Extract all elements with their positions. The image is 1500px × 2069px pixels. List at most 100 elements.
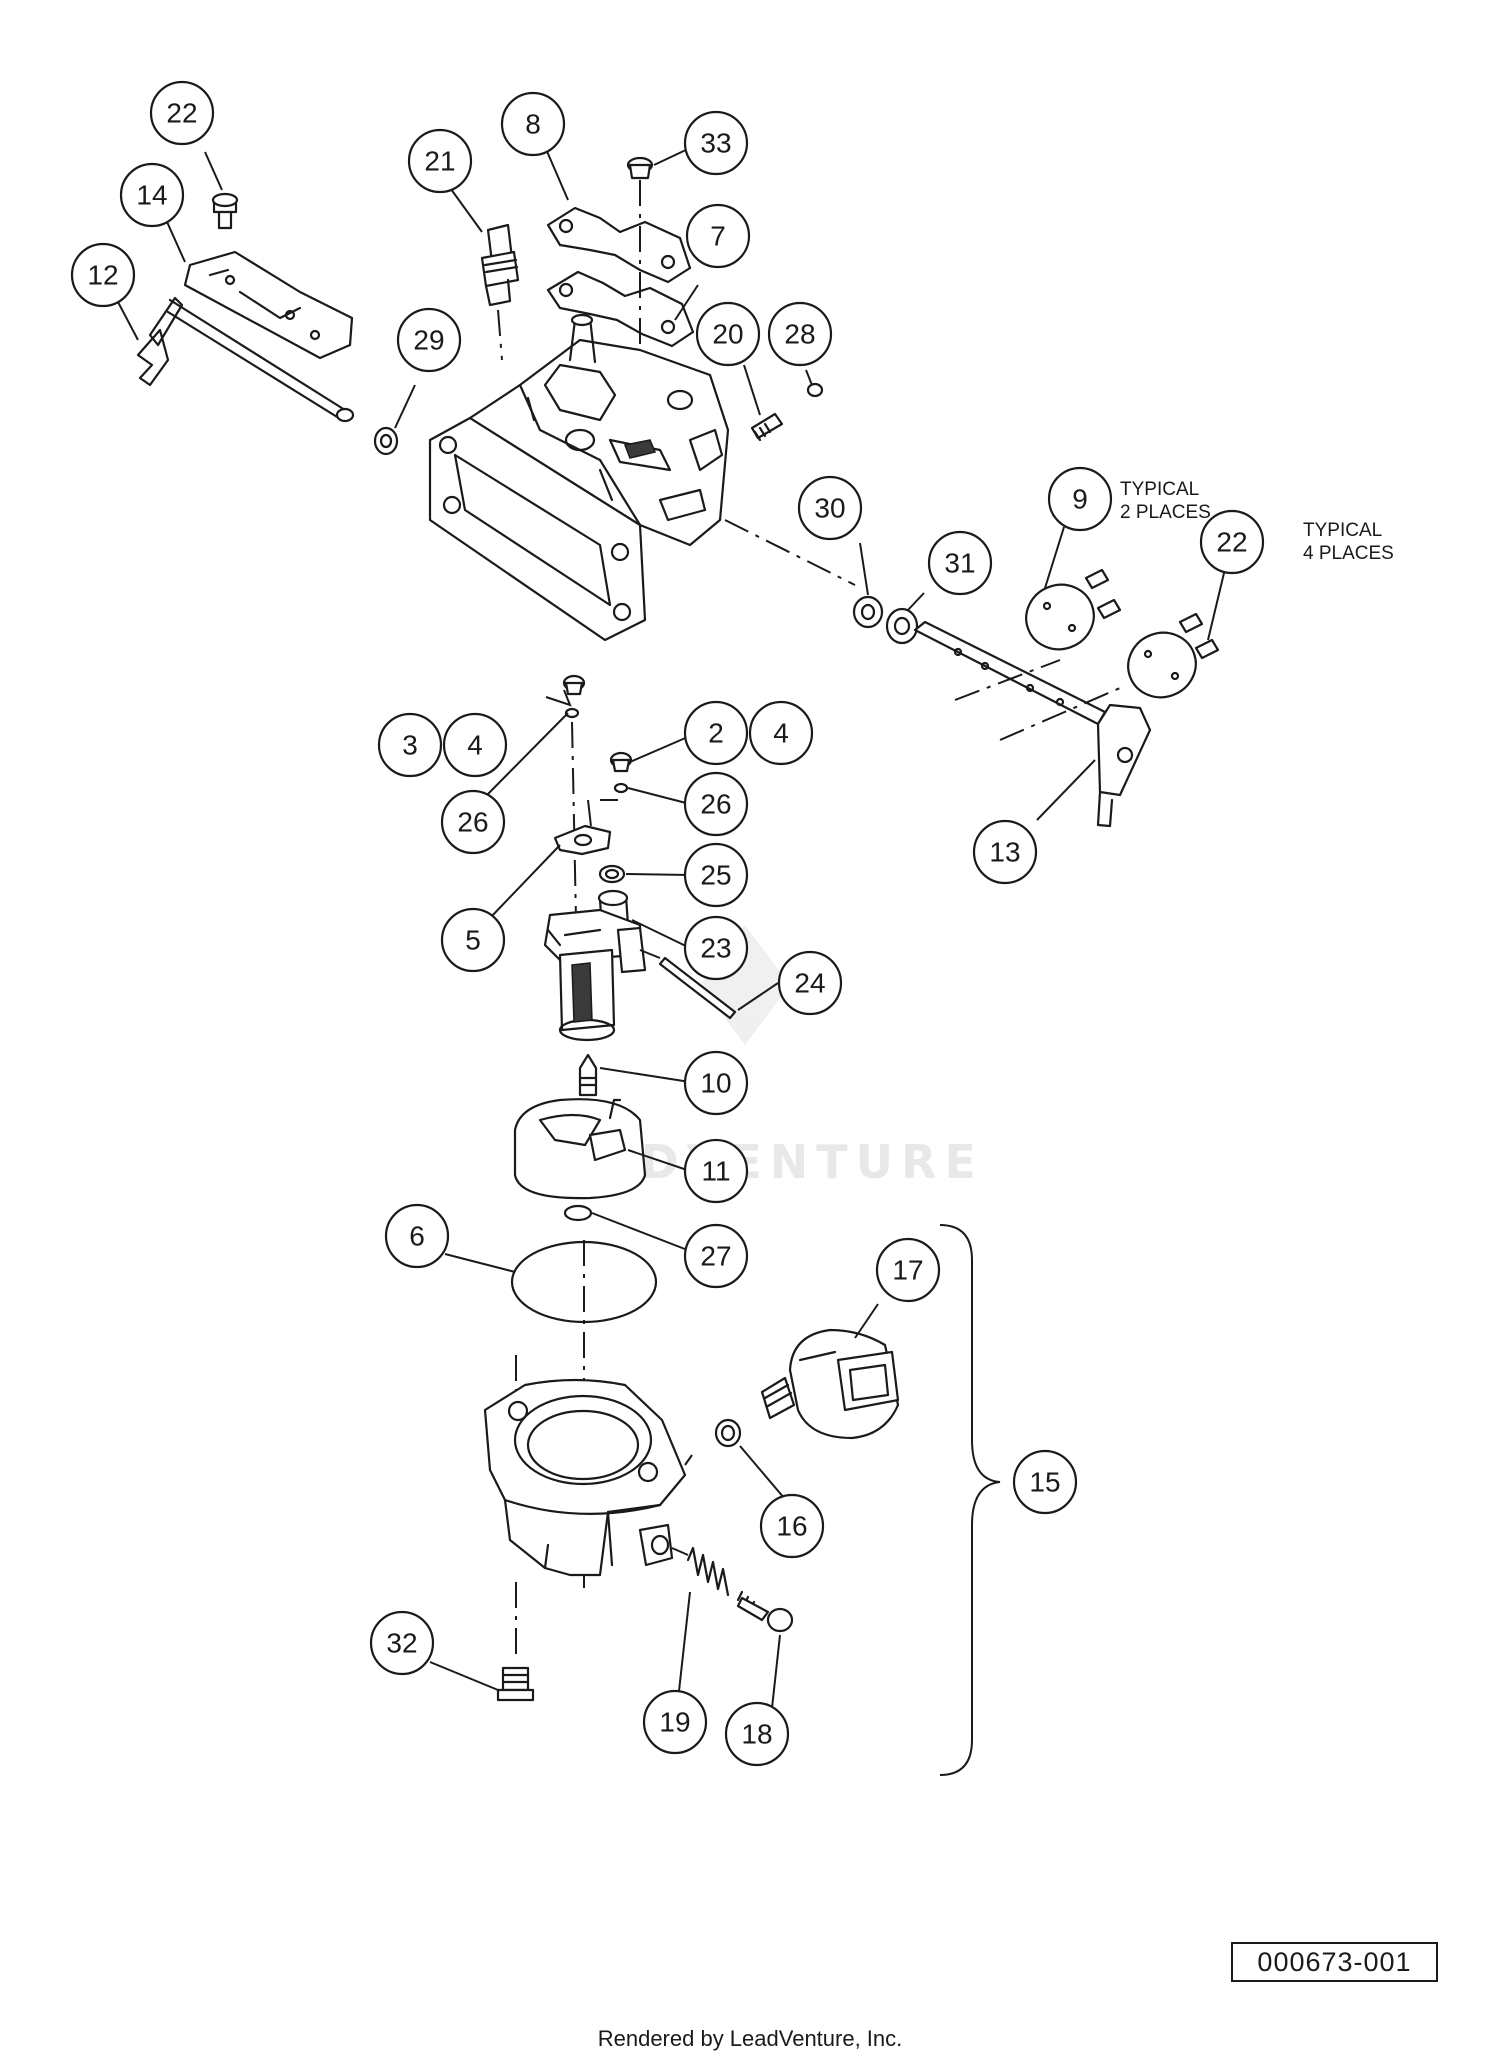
svg-text:33: 33 bbox=[700, 128, 731, 159]
part-24-pin bbox=[658, 956, 737, 1020]
svg-text:15: 15 bbox=[1029, 1467, 1060, 1498]
note-part-22: TYPICAL 4 PLACES bbox=[1303, 520, 1394, 564]
render-credit: Rendered by LeadVenture, Inc. bbox=[597, 2026, 903, 2051]
diagram-id-box: 000673-001 bbox=[1231, 1942, 1438, 1982]
svg-text:21: 21 bbox=[424, 146, 455, 177]
part-4-jet-right bbox=[609, 751, 633, 773]
svg-text:17: 17 bbox=[892, 1255, 923, 1286]
part-4-jet-left bbox=[562, 674, 586, 696]
svg-text:25: 25 bbox=[700, 860, 731, 891]
callout-31: 31 bbox=[927, 530, 993, 596]
part-32-drain-screw bbox=[496, 1582, 535, 1702]
part-9-choke-plate-a bbox=[1025, 583, 1095, 651]
svg-text:28: 28 bbox=[784, 319, 815, 350]
part-31-bushing bbox=[885, 607, 919, 645]
svg-text:32: 32 bbox=[386, 1628, 417, 1659]
callout-3: 3 bbox=[377, 712, 443, 778]
svg-text:5: 5 bbox=[465, 925, 481, 956]
callout-25: 25 bbox=[683, 842, 749, 908]
svg-text:26: 26 bbox=[700, 789, 731, 820]
callout-27: 27 bbox=[683, 1223, 749, 1289]
svg-text:29: 29 bbox=[413, 325, 444, 356]
svg-text:16: 16 bbox=[776, 1511, 807, 1542]
callout-20: 20 bbox=[695, 301, 761, 367]
callout-19: 19 bbox=[642, 1689, 708, 1755]
svg-text:20: 20 bbox=[712, 319, 743, 350]
svg-text:TYPICAL: TYPICAL bbox=[1303, 520, 1382, 541]
callout-8: 8 bbox=[500, 91, 566, 157]
part-8-gasket-top bbox=[546, 206, 692, 284]
part-12-throttle-shaft bbox=[136, 296, 355, 423]
callout-22-right: 22 bbox=[1199, 509, 1265, 575]
callout-30: 30 bbox=[797, 475, 863, 541]
part-28-o-ring bbox=[806, 382, 824, 398]
callout-26-right: 26 bbox=[683, 771, 749, 837]
callout-15: 15 bbox=[1012, 1449, 1078, 1515]
part-21-fuel-fitting bbox=[480, 223, 520, 361]
part-22-screw-left bbox=[211, 192, 239, 230]
svg-text:22: 22 bbox=[166, 98, 197, 129]
callout-2: 2 bbox=[683, 700, 749, 766]
part-23-nozzle-body bbox=[543, 889, 647, 1042]
centerline-pin bbox=[639, 949, 661, 959]
centerline-plates bbox=[954, 659, 1121, 741]
svg-text:31: 31 bbox=[944, 548, 975, 579]
part-22-screws-right bbox=[1084, 568, 1220, 660]
part-30-washer bbox=[852, 595, 884, 629]
part-17-solenoid bbox=[760, 1328, 900, 1440]
svg-text:11: 11 bbox=[701, 1156, 730, 1187]
part-20-idle-screw bbox=[750, 412, 784, 442]
svg-text:4: 4 bbox=[773, 718, 789, 749]
callout-29: 29 bbox=[396, 307, 462, 373]
callout-23: 23 bbox=[683, 915, 749, 981]
callout-13: 13 bbox=[972, 819, 1038, 885]
svg-text:2: 2 bbox=[708, 718, 724, 749]
centerline-jet-left bbox=[571, 721, 577, 921]
part-26-o-ring-left bbox=[564, 707, 580, 719]
svg-text:12: 12 bbox=[87, 260, 118, 291]
part-13-choke-shaft bbox=[913, 620, 1152, 828]
svg-text:4: 4 bbox=[467, 730, 483, 761]
svg-text:19: 19 bbox=[659, 1707, 690, 1738]
callout-4-left: 4 bbox=[442, 712, 508, 778]
svg-text:3: 3 bbox=[402, 730, 418, 761]
svg-text:30: 30 bbox=[814, 493, 845, 524]
callout-14: 14 bbox=[119, 162, 185, 228]
note-part-9: TYPICAL 2 PLACES bbox=[1120, 479, 1211, 523]
part-29-washer bbox=[373, 426, 399, 456]
part-10-needle bbox=[578, 1053, 598, 1097]
callout-9: 9 bbox=[1047, 466, 1113, 532]
callout-11: 11 bbox=[683, 1138, 749, 1204]
callout-26-left: 26 bbox=[440, 789, 506, 855]
svg-text:27: 27 bbox=[700, 1241, 731, 1272]
part-14-throttle-plate bbox=[183, 250, 354, 360]
svg-text:26: 26 bbox=[457, 807, 488, 838]
part-11-float bbox=[513, 1098, 647, 1200]
part-5-clip bbox=[553, 824, 612, 856]
svg-text:22: 22 bbox=[1216, 527, 1247, 558]
part-7-gasket-bottom bbox=[546, 270, 695, 348]
callout-5: 5 bbox=[440, 907, 506, 973]
leader-lines bbox=[117, 147, 1225, 1709]
part-18-idle-mixture-screw bbox=[736, 1590, 794, 1633]
callout-28: 28 bbox=[767, 301, 833, 367]
callout-12: 12 bbox=[70, 242, 136, 308]
centerline-choke-shaft bbox=[724, 519, 856, 586]
centerline-jet-right bbox=[587, 799, 618, 836]
carburetor-body bbox=[428, 313, 730, 642]
svg-text:18: 18 bbox=[741, 1719, 772, 1750]
callout-4-right: 4 bbox=[748, 700, 814, 766]
part-25-o-ring bbox=[598, 864, 626, 884]
brace-15 bbox=[939, 1224, 1001, 1776]
callout-16: 16 bbox=[759, 1493, 825, 1559]
callout-6: 6 bbox=[384, 1203, 450, 1269]
part-26-o-ring-right bbox=[613, 782, 629, 794]
callout-7: 7 bbox=[685, 203, 751, 269]
callout-32: 32 bbox=[369, 1610, 435, 1676]
svg-text:23: 23 bbox=[700, 933, 731, 964]
svg-text:8: 8 bbox=[525, 109, 541, 140]
callout-24: 24 bbox=[777, 950, 843, 1016]
part-33-screw bbox=[626, 156, 654, 180]
svg-text:4 PLACES: 4 PLACES bbox=[1303, 543, 1394, 564]
